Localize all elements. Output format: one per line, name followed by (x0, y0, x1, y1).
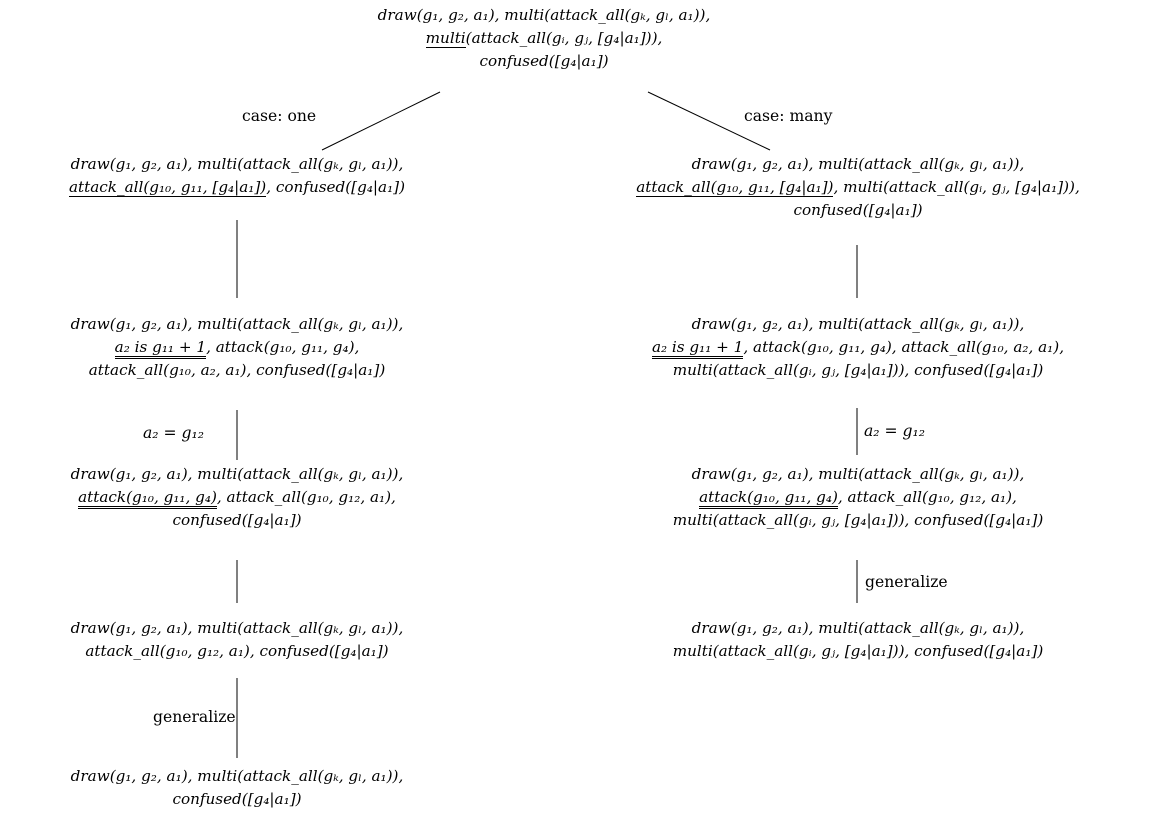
formula-text: draw(g₁, g₂, a₁), multi(attack_all(gₖ, g… (70, 465, 404, 483)
formula-text: draw(g₁, g₂, a₁), multi(attack_all(gₖ, g… (377, 6, 711, 24)
right-node-2: draw(g₁, g₂, a₁), multi(attack_all(gₖ, g… (549, 313, 1167, 382)
formula-line: draw(g₁, g₂, a₁), multi(attack_all(gₖ, g… (2, 153, 472, 176)
edge-label-right-generalize: generalize (865, 572, 948, 592)
formula-text: , attack(g₁₀, g₁₁, g₄), (206, 338, 360, 356)
formula-line: draw(g₁, g₂, a₁), multi(attack_all(gₖ, g… (2, 313, 472, 336)
formula-line: multi(attack_all(gᵢ, gⱼ, [g₄|a₁])), (294, 27, 794, 50)
formula-text: confused([g₄|a₁]) (172, 790, 302, 808)
formula-text: , multi(attack_all(gᵢ, gⱼ, [g₄|a₁])), (833, 178, 1080, 196)
formula-line: multi(attack_all(gᵢ, gⱼ, [g₄|a₁])), conf… (549, 640, 1167, 663)
right-node-3: draw(g₁, g₂, a₁), multi(attack_all(gₖ, g… (549, 463, 1167, 532)
formula-line: multi(attack_all(gᵢ, gⱼ, [g₄|a₁])), conf… (549, 509, 1167, 532)
formula-text: draw(g₁, g₂, a₁), multi(attack_all(gₖ, g… (691, 315, 1025, 333)
formula-line: draw(g₁, g₂, a₁), multi(attack_all(gₖ, g… (294, 4, 794, 27)
left-node-1: draw(g₁, g₂, a₁), multi(attack_all(gₖ, g… (2, 153, 472, 199)
formula-line: draw(g₁, g₂, a₁), multi(attack_all(gₖ, g… (549, 463, 1167, 486)
formula-text: draw(g₁, g₂, a₁), multi(attack_all(gₖ, g… (691, 619, 1025, 637)
double-underlined-goal: a₂ is g₁₁ + 1 (114, 338, 207, 359)
root-node: draw(g₁, g₂, a₁), multi(attack_all(gₖ, g… (294, 4, 794, 73)
edge-label-text: generalize (865, 573, 948, 591)
underlined-goal: multi (425, 29, 466, 48)
formula-line: draw(g₁, g₂, a₁), multi(attack_all(gₖ, g… (549, 617, 1167, 640)
formula-line: draw(g₁, g₂, a₁), multi(attack_all(gₖ, g… (2, 617, 472, 640)
formula-text: draw(g₁, g₂, a₁), multi(attack_all(gₖ, g… (691, 155, 1025, 173)
edge-label-left-substitution: a₂ = g₁₂ (143, 423, 204, 443)
underlined-goal: attack_all(g₁₀, g₁₁, [g₄|a₁]) (636, 178, 834, 197)
formula-text: multi(attack_all(gᵢ, gⱼ, [g₄|a₁])), conf… (672, 642, 1044, 660)
edge-label-text: case: many (744, 107, 833, 125)
edge-label-left-generalize: generalize (153, 707, 236, 727)
formula-text: multi(attack_all(gᵢ, gⱼ, [g₄|a₁])), conf… (672, 511, 1044, 529)
formula-line: a₂ is g₁₁ + 1, attack(g₁₀, g₁₁, g₄), att… (549, 336, 1167, 359)
edge-root-right (647, 91, 771, 151)
formula-line: confused([g₄|a₁]) (294, 50, 794, 73)
formula-text: , attack_all(g₁₀, g₁₂, a₁), (216, 488, 396, 506)
edge-label-case-one: case: one (242, 106, 316, 126)
right-node-1: draw(g₁, g₂, a₁), multi(attack_all(gₖ, g… (549, 153, 1167, 222)
left-node-5: draw(g₁, g₂, a₁), multi(attack_all(gₖ, g… (2, 765, 472, 811)
double-underlined-goal: attack(g₁₀, g₁₁, g₄) (699, 488, 838, 509)
left-node-2: draw(g₁, g₂, a₁), multi(attack_all(gₖ, g… (2, 313, 472, 382)
edge-label-text: case: one (242, 107, 317, 125)
formula-line: attack_all(g₁₀, g₁₂, a₁), confused([g₄|a… (2, 640, 472, 663)
formula-line: draw(g₁, g₂, a₁), multi(attack_all(gₖ, g… (549, 153, 1167, 176)
formula-line: confused([g₄|a₁]) (549, 199, 1167, 222)
formula-text: draw(g₁, g₂, a₁), multi(attack_all(gₖ, g… (70, 315, 404, 333)
edge-label-text: a₂ = g₁₂ (864, 422, 926, 440)
edge-root-left (321, 91, 441, 151)
edge-label-text: generalize (153, 708, 236, 726)
formula-text: , confused([g₄|a₁]) (266, 178, 406, 196)
formula-line: confused([g₄|a₁]) (2, 788, 472, 811)
formula-text: confused([g₄|a₁]) (793, 201, 923, 219)
formula-line: attack_all(g₁₀, g₁₁, [g₄|a₁]), multi(att… (549, 176, 1167, 199)
left-node-4: draw(g₁, g₂, a₁), multi(attack_all(gₖ, g… (2, 617, 472, 663)
formula-text: confused([g₄|a₁]) (479, 52, 609, 70)
formula-text: , attack(g₁₀, g₁₁, g₄), attack_all(g₁₀, … (743, 338, 1065, 356)
formula-text: attack_all(g₁₀, g₁₂, a₁), confused([g₄|a… (85, 642, 389, 660)
formula-text: draw(g₁, g₂, a₁), multi(attack_all(gₖ, g… (691, 465, 1025, 483)
right-node-4: draw(g₁, g₂, a₁), multi(attack_all(gₖ, g… (549, 617, 1167, 663)
formula-text: (attack_all(gᵢ, gⱼ, [g₄|a₁])), (465, 29, 663, 47)
formula-text: attack_all(g₁₀, a₂, a₁), confused([g₄|a₁… (88, 361, 386, 379)
formula-line: attack(g₁₀, g₁₁, g₄), attack_all(g₁₀, g₁… (549, 486, 1167, 509)
double-underlined-goal: a₂ is g₁₁ + 1 (651, 338, 744, 359)
formula-line: draw(g₁, g₂, a₁), multi(attack_all(gₖ, g… (2, 765, 472, 788)
left-node-3: draw(g₁, g₂, a₁), multi(attack_all(gₖ, g… (2, 463, 472, 532)
formula-line: draw(g₁, g₂, a₁), multi(attack_all(gₖ, g… (2, 463, 472, 486)
formula-line: attack_all(g₁₀, g₁₁, [g₄|a₁]), confused(… (2, 176, 472, 199)
formula-text: multi(attack_all(gᵢ, gⱼ, [g₄|a₁])), conf… (672, 361, 1044, 379)
formula-text: confused([g₄|a₁]) (172, 511, 302, 529)
formula-line: a₂ is g₁₁ + 1, attack(g₁₀, g₁₁, g₄), (2, 336, 472, 359)
formula-text: draw(g₁, g₂, a₁), multi(attack_all(gₖ, g… (70, 155, 404, 173)
formula-text: , attack_all(g₁₀, g₁₂, a₁), (837, 488, 1017, 506)
formula-text: draw(g₁, g₂, a₁), multi(attack_all(gₖ, g… (70, 619, 404, 637)
formula-line: draw(g₁, g₂, a₁), multi(attack_all(gₖ, g… (549, 313, 1167, 336)
formula-text: draw(g₁, g₂, a₁), multi(attack_all(gₖ, g… (70, 767, 404, 785)
edge-label-case-many: case: many (744, 106, 832, 126)
formula-line: attack(g₁₀, g₁₁, g₄), attack_all(g₁₀, g₁… (2, 486, 472, 509)
formula-line: multi(attack_all(gᵢ, gⱼ, [g₄|a₁])), conf… (549, 359, 1167, 382)
underlined-goal: attack_all(g₁₀, g₁₁, [g₄|a₁]) (68, 178, 267, 197)
edge-label-text: a₂ = g₁₂ (143, 424, 205, 442)
formula-line: attack_all(g₁₀, a₂, a₁), confused([g₄|a₁… (2, 359, 472, 382)
double-underlined-goal: attack(g₁₀, g₁₁, g₄) (78, 488, 217, 509)
formula-line: confused([g₄|a₁]) (2, 509, 472, 532)
edge-label-right-substitution: a₂ = g₁₂ (864, 421, 925, 441)
